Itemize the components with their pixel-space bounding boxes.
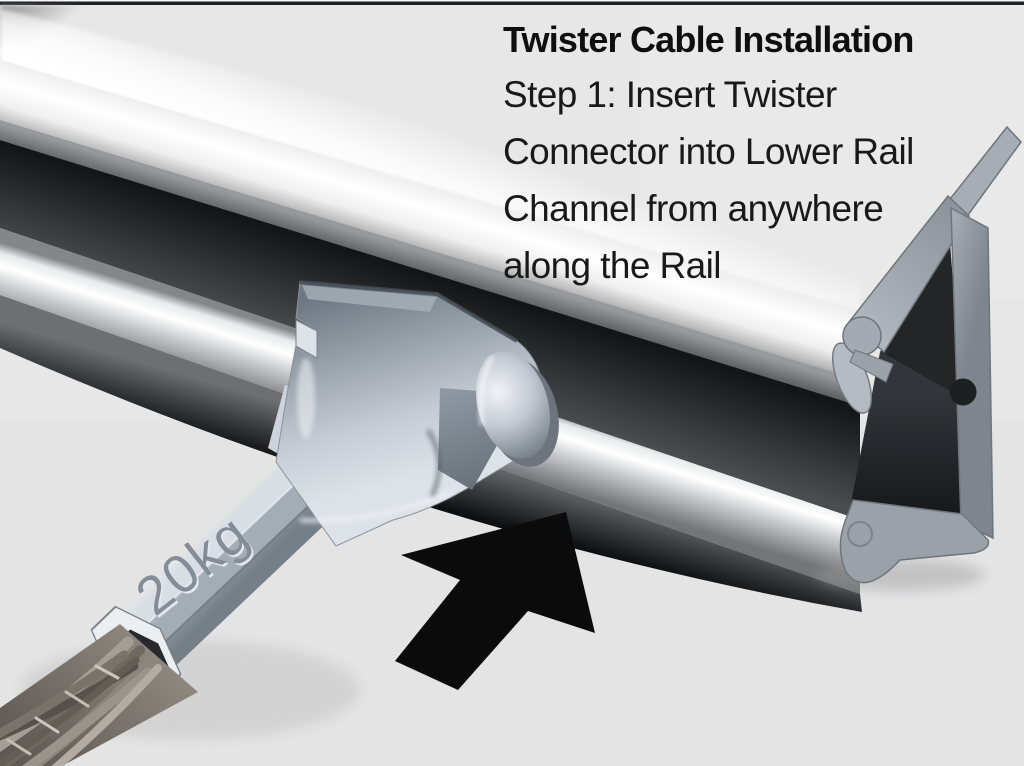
steel-cable — [0, 624, 198, 766]
cross-section-drop-shadow — [815, 559, 985, 591]
boss-rim-highlight — [478, 356, 494, 426]
shaft-facet-edge-shadow — [148, 476, 340, 658]
head-top-bevel — [302, 285, 437, 312]
cable-twist-highlight — [94, 664, 120, 680]
cut-face-back-plate — [950, 206, 994, 540]
connector-hex-shaft — [114, 441, 356, 675]
cut-face-hook-tongue — [849, 349, 894, 383]
lip-curl-seam — [847, 521, 873, 547]
connector-head — [275, 280, 559, 547]
head-front-highlight — [297, 358, 315, 438]
shaft-facet-edge-highlight — [130, 458, 322, 640]
cable-twist-highlight — [6, 738, 32, 756]
head-top-edge — [299, 280, 519, 343]
rail-upper-lip-face — [0, 120, 860, 406]
cable-strand — [0, 650, 129, 739]
channel-slot-notch — [949, 378, 977, 406]
shaft-facet-upper — [114, 441, 321, 639]
cable-twist-highlight — [64, 690, 90, 708]
cable-strand — [21, 667, 153, 766]
head-boss — [476, 351, 550, 459]
rail-top-surface-glow — [0, 8, 860, 312]
rail-cross-section — [815, 125, 1022, 591]
head-underside-highlight — [299, 489, 453, 523]
top-roll-cut-cap — [831, 342, 873, 414]
channel-interior-upper — [880, 243, 962, 398]
cable-twist-highlight — [34, 716, 60, 734]
cable-strand — [51, 664, 162, 766]
shaft-facet-middle — [131, 459, 339, 657]
cut-face-web — [847, 194, 970, 354]
shaft-facet-lower — [149, 477, 356, 675]
cut-face-hook — [842, 316, 882, 356]
insertion-direction-arrow — [395, 512, 595, 690]
cut-face-bottom-flange — [839, 499, 990, 584]
head-left-notch — [295, 319, 318, 359]
rail-top-front-roll — [0, 60, 860, 380]
channel-interior-lower — [850, 352, 963, 520]
twister-connector: 20kg 20kg — [0, 280, 559, 766]
neck-seam-shadow — [425, 428, 442, 498]
cable-strand — [0, 656, 140, 766]
